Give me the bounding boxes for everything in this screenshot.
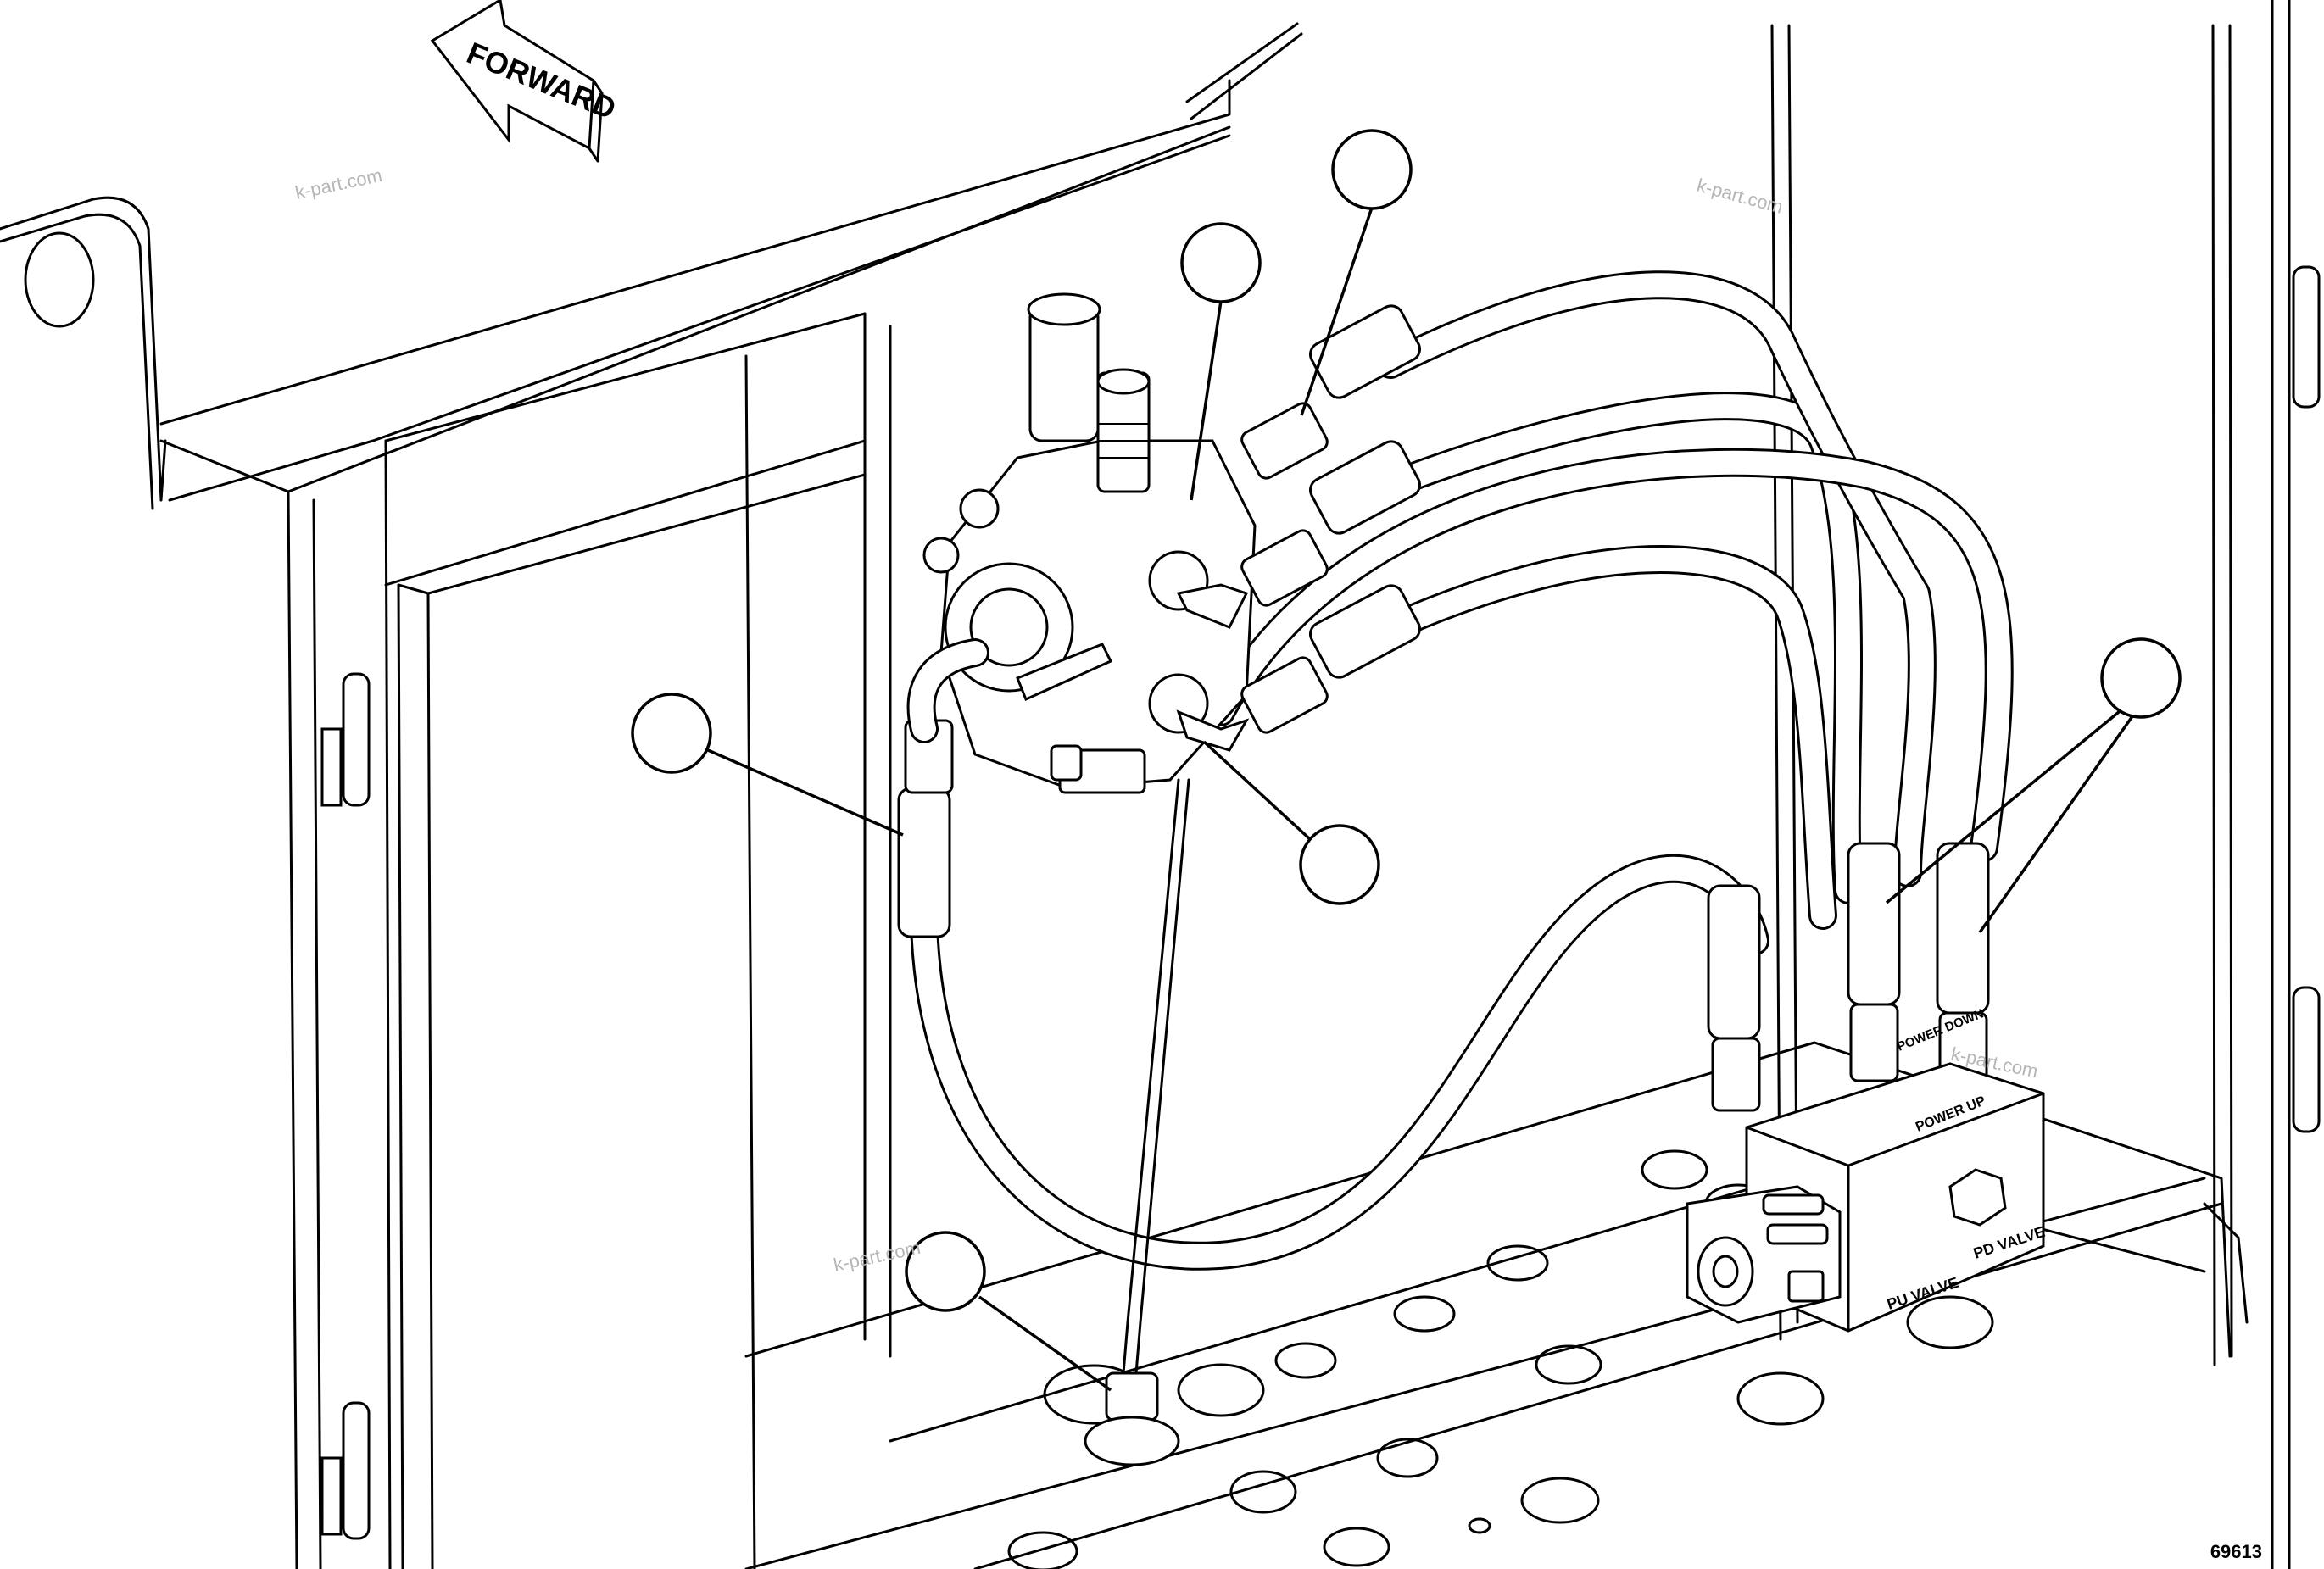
floor-hole [1906,1295,1994,1349]
valve-bolt [959,488,1000,529]
floor-hole [1007,1531,1078,1569]
hex-plug [1948,1168,2007,1227]
floor-hole [1323,1527,1390,1567]
floor-hole [1274,1342,1337,1379]
callout-bubble [1299,824,1380,905]
floor-hole [1520,1477,1600,1524]
hinge-plate-lower-left [320,1456,343,1536]
floor-hole [1229,1470,1297,1514]
callout-bubble [905,1231,986,1312]
valve-lever [1016,643,1113,702]
callouts [631,129,2182,1392]
callout-bubble [1180,222,1262,303]
hinge-upper-left [342,672,371,807]
figure-number: 69613 [2210,1541,2262,1562]
watermark-text: k-part.com [1695,175,1786,218]
floor-hole [1486,1244,1549,1282]
floor-hole [1393,1295,1456,1333]
hinge-plate-upper-left [320,727,343,807]
floor-hole [1468,1517,1491,1534]
floor-hole [1177,1363,1265,1417]
hinge-lower-right [2292,986,2321,1133]
mounting-hole [24,231,95,328]
floor-hole [1641,1149,1708,1190]
valve-bolt [922,537,960,574]
forward-arrow: FORWARD [430,0,621,163]
callout-bubble [2100,637,2182,719]
callout-bubble [631,693,712,774]
watermark-text: k-part.com [293,164,384,203]
floor-hole [1376,1438,1439,1478]
drain-fitting [1105,1371,1159,1422]
callout-bubble [1331,129,1413,210]
floor-hole [1535,1344,1602,1385]
hinge-upper-right [2292,265,2321,409]
hydraulic-hoses [909,270,2014,1375]
hinge-lower-left [342,1401,371,1540]
floor-hole [1736,1371,1825,1426]
main-control-valve [906,292,1329,794]
